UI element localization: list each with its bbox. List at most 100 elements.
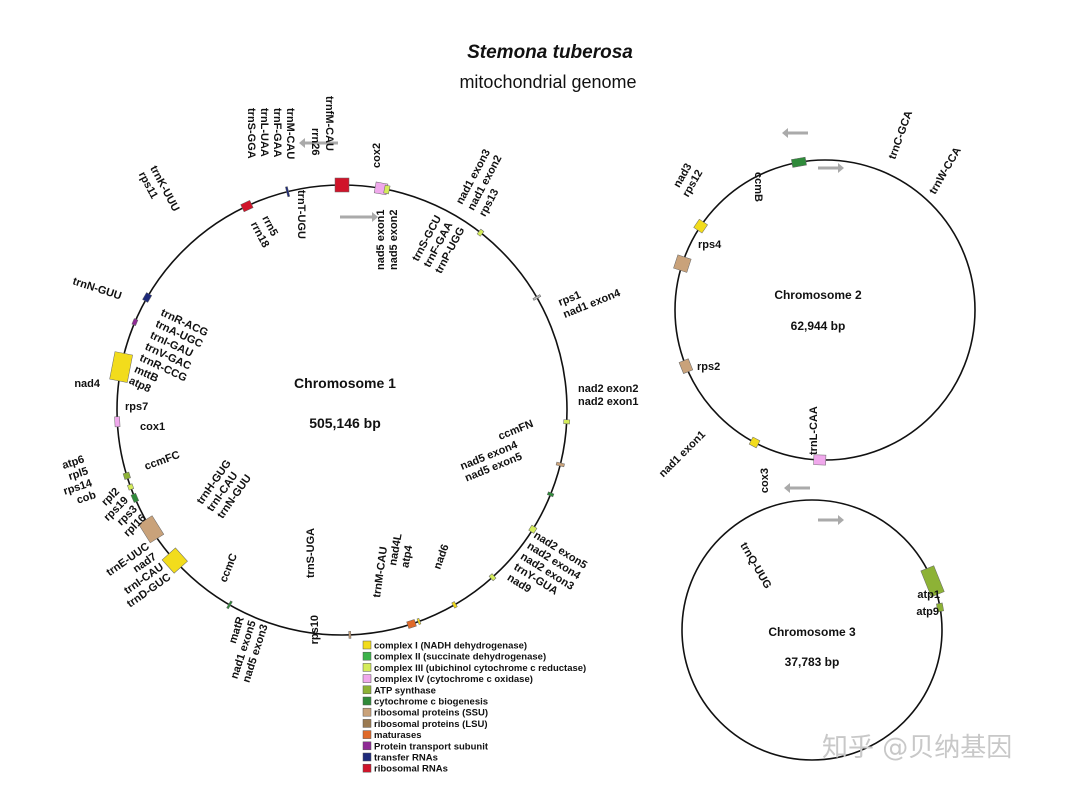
legend-swatch xyxy=(362,752,372,762)
gene-label-chromosome-2: trnC-GCA xyxy=(887,109,916,161)
legend-label: maturases xyxy=(374,730,422,741)
gene-label-chromosome-1: rpl5 xyxy=(67,465,90,483)
gene-label-chromosome-1: nad6 xyxy=(432,543,452,571)
gene-label-chromosome-2: trnL-CAA xyxy=(808,406,820,455)
gene-block xyxy=(555,461,565,468)
gene-block xyxy=(563,419,571,425)
gene-block xyxy=(693,218,708,234)
gene-block xyxy=(528,524,538,534)
gene-block xyxy=(406,619,417,629)
gene-block xyxy=(240,200,254,213)
gene-label-chromosome-3: atp9 xyxy=(916,606,939,618)
gene-block xyxy=(416,617,422,625)
gene-label-chromosome-1: nad4L xyxy=(387,532,404,566)
legend-swatch xyxy=(362,730,372,739)
gene-label-chromosome-2: cox3 xyxy=(759,468,771,493)
gene-block xyxy=(226,600,233,610)
gene-block xyxy=(546,491,555,498)
gene-block xyxy=(348,631,352,639)
chromosome-3-size: 37,783 bp xyxy=(785,655,840,669)
gene-block xyxy=(161,547,188,574)
legend-swatch xyxy=(362,719,372,728)
gene-label-chromosome-1: ccmFC xyxy=(143,449,182,473)
gene-block xyxy=(748,436,761,449)
legend: complex I (NADH dehydrogenase)complex II… xyxy=(362,640,586,775)
gene-label-chromosome-1: nad5 exon2 xyxy=(388,209,400,270)
watermark: 知乎 @贝纳基因 xyxy=(822,733,1012,763)
legend-label: complex I (NADH dehydrogenase) xyxy=(374,641,527,652)
legend-label: complex III (ubichinol cytochrome c redu… xyxy=(374,663,586,674)
gene-block xyxy=(451,601,458,609)
legend-label: ribosomal proteins (LSU) xyxy=(374,719,487,730)
gene-label-chromosome-1: rps7 xyxy=(125,401,148,413)
gene-label-chromosome-1: trnN-GUU xyxy=(71,275,123,302)
gene-label-chromosome-1: ccmFN xyxy=(497,418,536,443)
gene-block xyxy=(131,318,139,326)
legend-swatch xyxy=(362,640,372,650)
gene-label-chromosome-1: trnfM-CAU xyxy=(323,96,335,151)
arrow-head-icon xyxy=(784,483,790,493)
chromosome-1-circle xyxy=(116,184,568,636)
legend-label: Protein transport subunit xyxy=(374,741,489,752)
gene-block xyxy=(383,184,391,195)
gene-label-chromosome-2: rps2 xyxy=(697,361,720,373)
legend-label: transfer RNAs xyxy=(374,753,438,764)
legend-swatch xyxy=(362,674,372,683)
gene-block xyxy=(488,573,497,582)
chromosome-2-circle xyxy=(674,159,976,461)
gene-label-chromosome-3: atp1 xyxy=(917,589,940,601)
chromosome-3-name: Chromosome 3 xyxy=(768,625,856,639)
gene-label-chromosome-1: trnF-GAA xyxy=(271,108,283,158)
legend-label: complex II (succinate dehydrogenase) xyxy=(374,652,546,663)
gene-label-chromosome-2: rps4 xyxy=(698,239,722,251)
gene-label-chromosome-2: ccmB xyxy=(752,172,764,202)
gene-block xyxy=(673,254,692,273)
chromosome-1-name: Chromosome 1 xyxy=(294,375,396,391)
gene-label-chromosome-1: trnM-CAU xyxy=(371,546,390,599)
gene-label-chromosome-1: rps10 xyxy=(309,615,321,644)
gene-label-chromosome-1: nad5 exon1 xyxy=(375,209,387,270)
gene-block xyxy=(142,292,153,303)
legend-label: ATP synthase xyxy=(374,685,436,696)
legend-label: ribosomal proteins (SSU) xyxy=(374,708,488,719)
gene-label-chromosome-1: trnT-UGU xyxy=(295,190,307,239)
legend-swatch xyxy=(362,707,372,717)
legend-swatch xyxy=(362,741,372,751)
gene-label-chromosome-1: ccmC xyxy=(218,552,240,584)
gene-block xyxy=(122,471,131,480)
legend-swatch xyxy=(362,651,372,661)
gene-label-chromosome-2: trnW-CCA xyxy=(927,145,964,196)
legend-swatch xyxy=(362,685,372,695)
gene-label-chromosome-1: trnL-UAA xyxy=(258,108,270,157)
chromosome-2-size: 62,944 bp xyxy=(791,319,846,333)
arrow-head-icon xyxy=(372,212,378,222)
gene-label-chromosome-3: trnQ-UUG xyxy=(737,541,773,591)
gene-block xyxy=(476,228,485,237)
gene-label-chromosome-1: cox2 xyxy=(371,143,383,168)
gene-block xyxy=(127,483,135,491)
gene-label-chromosome-1: cob xyxy=(75,489,98,507)
gene-label-chromosome-1: rrn26 xyxy=(309,128,321,156)
legend-label: cytochrome c biogenesis xyxy=(374,697,488,708)
arrow-head-icon xyxy=(838,163,844,173)
arrow-head-icon xyxy=(838,515,844,525)
gene-block xyxy=(109,351,133,383)
gene-block xyxy=(130,492,140,503)
gene-block xyxy=(920,565,945,598)
arrow-head-icon xyxy=(782,128,788,138)
gene-label-chromosome-1: cox1 xyxy=(140,421,165,433)
gene-block xyxy=(936,602,944,613)
gene-label-chromosome-1: trnM-CAU xyxy=(284,108,296,159)
legend-label: complex IV (cytochrome c oxidase) xyxy=(374,674,533,685)
chromosome-2-name: Chromosome 2 xyxy=(774,288,862,302)
gene-label-chromosome-1: nad2 exon2 xyxy=(578,383,639,395)
chromosome-3-circle xyxy=(681,499,943,761)
gene-block xyxy=(138,515,165,544)
gene-block xyxy=(114,416,121,428)
gene-block xyxy=(532,294,542,301)
gene-label-chromosome-1: trnS-UGA xyxy=(305,528,317,578)
legend-swatch xyxy=(362,663,372,672)
subtitle: mitochondrial genome xyxy=(459,72,636,92)
chromosome-1-size: 505,146 bp xyxy=(309,415,381,431)
